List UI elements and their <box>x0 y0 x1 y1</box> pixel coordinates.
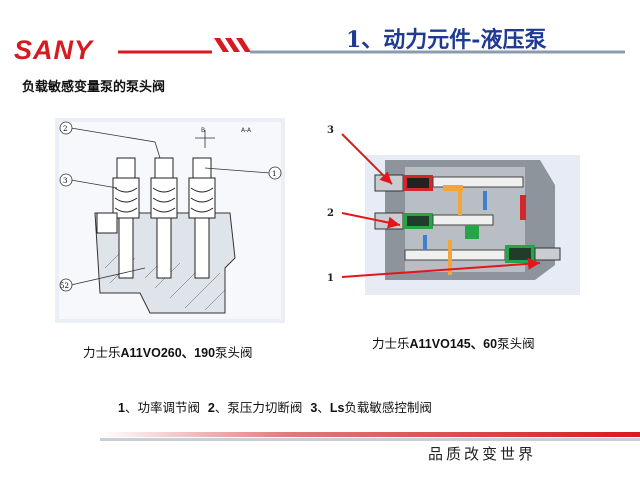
header-stripes <box>118 38 625 54</box>
right-callout-1: 1 <box>327 273 334 284</box>
footer-slogan: 品质改变世界 <box>428 445 537 463</box>
legend-num-3: 3 <box>310 401 318 415</box>
legend-text-1: 、功率调节阀 <box>124 400 200 415</box>
valve-legend: 1、功率调节阀 2、泵压力切断阀 3、Ls负载敏感控制阀 <box>118 400 432 415</box>
right-caption-model: A11VO145、60 <box>409 337 498 351</box>
left-caption-model: A11VO260、190 <box>120 346 216 360</box>
footer-rule <box>100 432 640 441</box>
page-title: 1、动力元件-液压泵 <box>346 27 547 53</box>
section-subtitle: 负载敏感变量泵的泵头阀 <box>22 80 166 95</box>
right-callout-3: 3 <box>327 125 334 136</box>
left-callout-2: 2 <box>63 125 67 133</box>
legend-num-2: 2 <box>207 401 215 415</box>
left-section-label: A-A <box>241 127 252 134</box>
left-caption-suffix: 泵头阀 <box>215 345 253 360</box>
right-caption-suffix: 泵头阀 <box>497 336 535 351</box>
right-valve-cutaway <box>365 155 580 295</box>
legend-text-2: 、泵压力切断阀 <box>214 400 303 415</box>
left-caption-prefix: 力士乐 <box>83 345 121 360</box>
legend-num-1: 1 <box>118 401 125 415</box>
left-valve-drawing: 2 1 3 52 B A-A <box>55 118 285 323</box>
left-figure-caption: 力士乐A11VO260、190泵头阀 <box>83 344 293 362</box>
left-callout-1: 1 <box>272 170 276 178</box>
right-callout-2: 2 <box>327 208 334 219</box>
right-caption-prefix: 力士乐 <box>372 336 410 351</box>
sany-logo: SANY <box>14 35 94 65</box>
legend-ls: Ls <box>329 401 345 415</box>
left-section-mark: B <box>201 127 205 134</box>
right-figure-caption: 力士乐A11VO145、60泵头阀 <box>372 335 572 353</box>
left-callout-3: 3 <box>63 177 67 185</box>
left-callout-52: 52 <box>60 282 69 290</box>
right-callout-arrows <box>341 133 541 278</box>
legend-text-3: 负载敏感控制阀 <box>344 400 432 415</box>
